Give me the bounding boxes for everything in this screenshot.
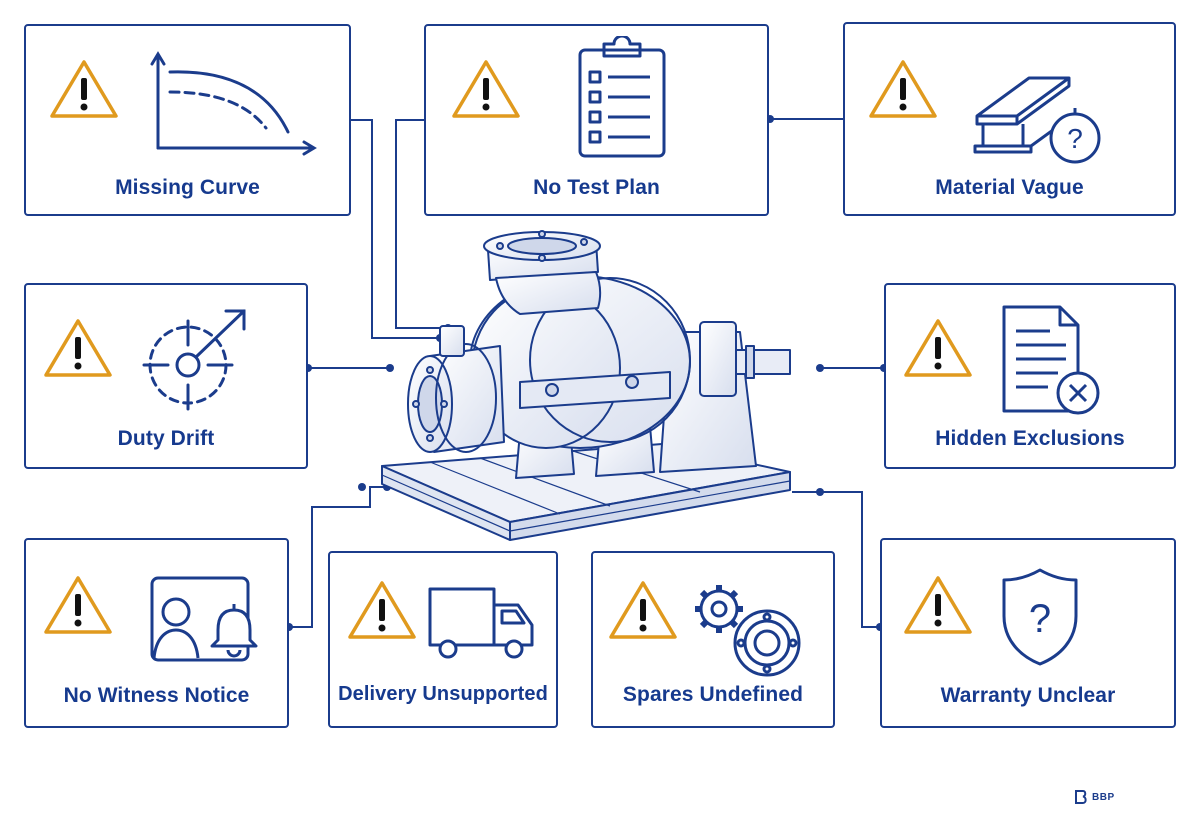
card-delivery-unsupported: Delivery Unsupported — [328, 551, 558, 728]
warning-triangle-icon — [44, 576, 112, 634]
document-x-icon — [1002, 305, 1100, 415]
card-spares-undefined: Spares Undefined — [591, 551, 835, 728]
card-label: Spares Undefined — [622, 683, 804, 706]
card-no-witness-notice: No Witness Notice — [24, 538, 289, 728]
centrifugal-pump-icon — [381, 230, 791, 541]
card-label: Warranty Unclear — [940, 684, 1116, 707]
performance-curve-icon — [150, 51, 317, 156]
card-label: No Witness Notice — [63, 684, 250, 707]
card-label: Delivery Unsupported — [338, 683, 548, 705]
warning-triangle-icon — [609, 581, 677, 639]
card-duty-drift: Duty Drift — [24, 283, 308, 469]
bbp-logo-icon — [1075, 790, 1087, 804]
warning-triangle-icon — [348, 581, 416, 639]
card-label: Duty Drift — [117, 427, 215, 450]
warning-triangle-icon — [869, 60, 937, 118]
card-no-test-plan: No Test Plan — [424, 24, 769, 216]
card-label: Missing Curve — [115, 176, 260, 199]
warning-triangle-icon — [44, 319, 112, 377]
shield-question-icon: ? — [1002, 568, 1078, 666]
card-material-vague: ? Material Vague — [843, 22, 1176, 216]
card-label: No Test Plan — [533, 176, 660, 199]
person-bell-icon — [150, 576, 258, 662]
bbp-logo: BBP — [1074, 790, 1115, 804]
warning-triangle-icon — [904, 319, 972, 377]
steel-beams-question-icon: ? — [973, 76, 1101, 164]
gears-icon — [695, 585, 801, 677]
logo-text: BBP — [1092, 791, 1115, 803]
svg-text:?: ? — [1029, 597, 1051, 641]
card-warranty-unclear: ? Warranty Unclear — [880, 538, 1176, 728]
card-missing-curve: Missing Curve — [24, 24, 351, 216]
clipboard-checklist-icon — [578, 36, 666, 158]
svg-text:?: ? — [1067, 123, 1083, 154]
warning-triangle-icon — [50, 60, 118, 118]
target-drift-arrow-icon — [142, 309, 246, 411]
card-label: Hidden Exclusions — [935, 427, 1125, 450]
truck-icon — [428, 587, 534, 659]
card-hidden-exclusions: Hidden Exclusions — [884, 283, 1176, 469]
warning-triangle-icon — [904, 576, 972, 634]
card-label: Material Vague — [935, 176, 1084, 199]
warning-triangle-icon — [452, 60, 520, 118]
